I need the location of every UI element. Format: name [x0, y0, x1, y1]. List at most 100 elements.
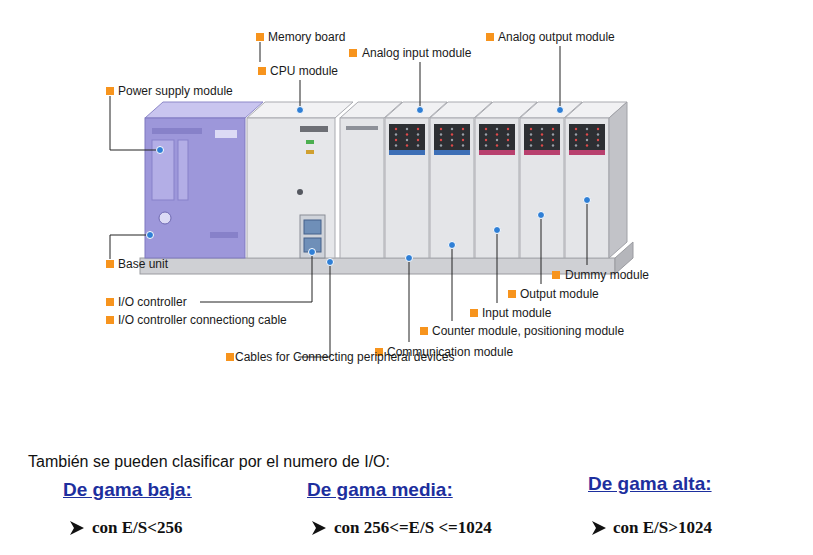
- leader-dots: [157, 147, 164, 154]
- io-module: [434, 124, 470, 150]
- label-markers: [106, 298, 114, 306]
- callout-label: CPU module: [270, 64, 338, 78]
- io-module: [479, 124, 515, 150]
- callout-label: Counter module, positioning module: [432, 324, 624, 338]
- base-unit: [140, 258, 615, 274]
- leader-lines: [298, 262, 330, 357]
- io-module: [586, 133, 588, 135]
- io-module: [434, 150, 470, 155]
- leader-lines: [300, 80, 301, 110]
- leader-dots: [327, 259, 334, 266]
- io-module: [507, 128, 509, 130]
- io-module: [507, 139, 509, 141]
- callout-label: Memory board: [268, 30, 345, 44]
- io-module: [417, 139, 419, 141]
- io-module: [417, 128, 419, 130]
- io-module: [569, 150, 605, 155]
- leader-lines: [560, 46, 561, 110]
- io-module: [520, 118, 564, 258]
- io-module: [541, 128, 543, 130]
- cpu-module: [300, 215, 325, 258]
- power-supply-module: [178, 140, 188, 200]
- category-item: con E/S>1024: [613, 517, 712, 538]
- leader-lines: [260, 42, 261, 62]
- cpu-module: [297, 189, 303, 195]
- label-markers: [552, 271, 560, 279]
- io-module: [451, 144, 453, 146]
- leader-dots: [557, 107, 564, 114]
- io-module: [485, 139, 487, 141]
- io-module: [417, 144, 419, 146]
- leader-lines: [587, 200, 588, 265]
- bullet-arrows: [312, 521, 326, 535]
- io-module: [479, 150, 515, 155]
- io-module: [485, 144, 487, 146]
- leader-lines: [420, 62, 421, 110]
- callout-label: Power supply module: [118, 84, 233, 98]
- io-module: [462, 128, 464, 130]
- io-module: [485, 133, 487, 135]
- intro-text: También se pueden clasificar por el nume…: [28, 452, 390, 472]
- leader-lines: [409, 258, 410, 342]
- category-heading: De gama baja:: [63, 478, 192, 501]
- category-item: con E/S<256: [92, 517, 182, 538]
- leader-lines: [200, 252, 312, 302]
- io-module: [507, 133, 509, 135]
- io-module: [395, 128, 397, 130]
- leader-lines: [497, 230, 498, 303]
- io-module: [569, 124, 605, 150]
- io-module: [524, 124, 560, 150]
- io-module: [406, 144, 408, 146]
- label-markers: [486, 33, 494, 41]
- io-module: [552, 144, 554, 146]
- leader-dots: [494, 227, 501, 234]
- io-module: [385, 118, 429, 258]
- callout-label: Dummy module: [565, 268, 649, 282]
- label-markers: [106, 316, 114, 324]
- cpu-module: [300, 126, 328, 132]
- power-supply-module: [152, 128, 202, 134]
- io-module: [417, 133, 419, 135]
- io-module: [485, 128, 487, 130]
- power-supply-module: [145, 102, 263, 118]
- leader-dots: [584, 197, 591, 204]
- cpu-module: [306, 140, 314, 144]
- io-module: [440, 133, 442, 135]
- io-module: [575, 144, 577, 146]
- label-markers: [106, 87, 114, 95]
- leader-lines: [110, 96, 160, 150]
- io-module: [530, 133, 532, 135]
- callout-label: Analog input module: [362, 46, 471, 60]
- label-markers: [349, 49, 357, 57]
- io-module: [496, 139, 498, 141]
- leader-dots: [417, 107, 424, 114]
- io-module: [440, 139, 442, 141]
- category-heading: De gama media:: [307, 478, 453, 501]
- io-module: [496, 144, 498, 146]
- leader-lines: [110, 42, 587, 357]
- io-module: [389, 124, 425, 150]
- io-module: [462, 144, 464, 146]
- io-module: [530, 139, 532, 141]
- leader-dots: [309, 249, 316, 256]
- power-supply-module: [152, 140, 174, 200]
- leader-dots: [538, 212, 545, 219]
- category-heading: De gama alta:: [588, 472, 712, 495]
- io-module: [530, 144, 532, 146]
- category-item: con 256<=E/S <=1024: [334, 517, 492, 538]
- io-module: [552, 128, 554, 130]
- io-module: [440, 128, 442, 130]
- io-module: [586, 128, 588, 130]
- callout-label: Communication module: [387, 345, 513, 359]
- leader-dots: [147, 232, 154, 239]
- io-module: [575, 133, 577, 135]
- io-module: [552, 133, 554, 135]
- io-module: [406, 133, 408, 135]
- module-side: [609, 102, 627, 258]
- io-module: [524, 150, 560, 155]
- bullet-arrows: [592, 521, 606, 535]
- bullet-arrows: [70, 521, 84, 535]
- io-module: [395, 133, 397, 135]
- label-markers: [258, 67, 266, 75]
